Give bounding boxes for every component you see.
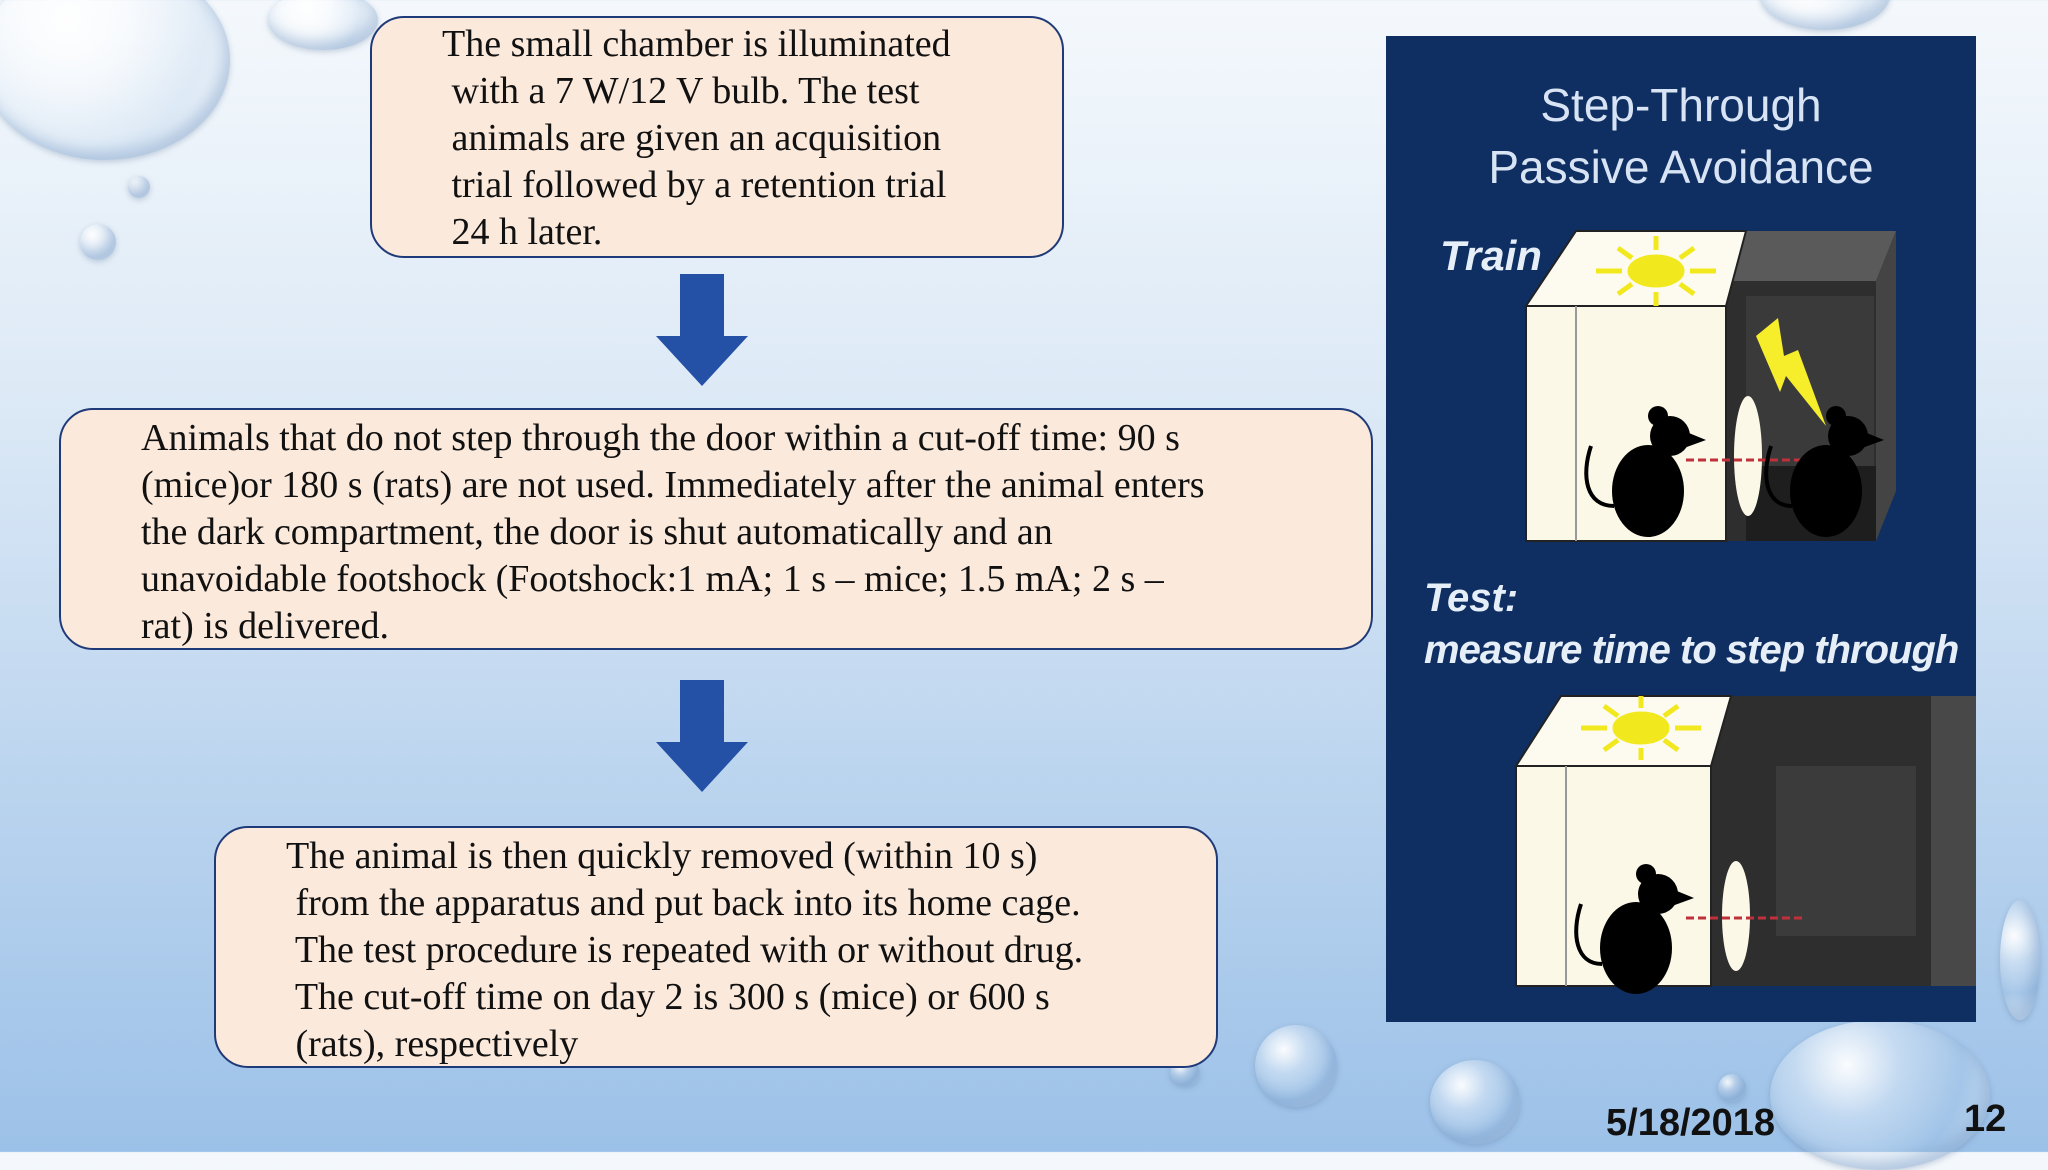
test-label: Test: xyxy=(1424,576,1519,620)
figure-title-line-1: Step-Through xyxy=(1540,79,1822,131)
mouse-icon xyxy=(1584,406,1706,537)
water-drop-decoration xyxy=(128,176,150,198)
step-box-3-text: The animal is then quickly removed (with… xyxy=(286,835,1084,1065)
train-apparatus xyxy=(1524,230,1896,542)
figure-title: Step-Through Passive Avoidance xyxy=(1386,74,1976,198)
passive-avoidance-figure: Step-Through Passive Avoidance Train Tes… xyxy=(1386,36,1976,1022)
step-box-2: Animals that do not step through the doo… xyxy=(59,408,1373,650)
water-drop-decoration xyxy=(80,224,116,260)
mouse-icon xyxy=(1764,406,1884,537)
water-drop-decoration xyxy=(1770,1020,1990,1170)
test-apparatus xyxy=(1514,695,1976,994)
lightning-bolt-icon xyxy=(1756,318,1826,426)
slide-number: 12 xyxy=(1964,1098,2007,1140)
step-box-1-text: The small chamber is illuminated with a … xyxy=(442,23,951,253)
water-drop-decoration xyxy=(1255,1025,1337,1107)
step-box-1: The small chamber is illuminated with a … xyxy=(370,16,1064,258)
train-label: Train xyxy=(1440,232,1542,279)
sun-icon xyxy=(1596,236,1716,306)
water-drop-decoration xyxy=(1718,1074,1746,1102)
mouse-icon xyxy=(1574,864,1694,994)
water-drop-decoration xyxy=(268,0,378,50)
water-drop-decoration xyxy=(0,0,230,160)
water-drop-decoration xyxy=(2000,900,2040,1020)
test-caption: measure time to step through xyxy=(1424,628,1959,672)
water-drop-decoration xyxy=(1430,1060,1520,1144)
down-arrow-icon xyxy=(656,680,748,792)
down-arrow-icon xyxy=(656,274,748,386)
figure-title-line-2: Passive Avoidance xyxy=(1488,141,1874,193)
step-box-2-text: Animals that do not step through the doo… xyxy=(141,417,1205,647)
sun-icon xyxy=(1581,696,1701,760)
step-box-3: The animal is then quickly removed (with… xyxy=(214,826,1218,1068)
slide-date: 5/18/2018 xyxy=(1606,1102,1776,1144)
water-drop-decoration xyxy=(1760,0,1890,30)
apparatus-illustration xyxy=(1514,230,1976,994)
